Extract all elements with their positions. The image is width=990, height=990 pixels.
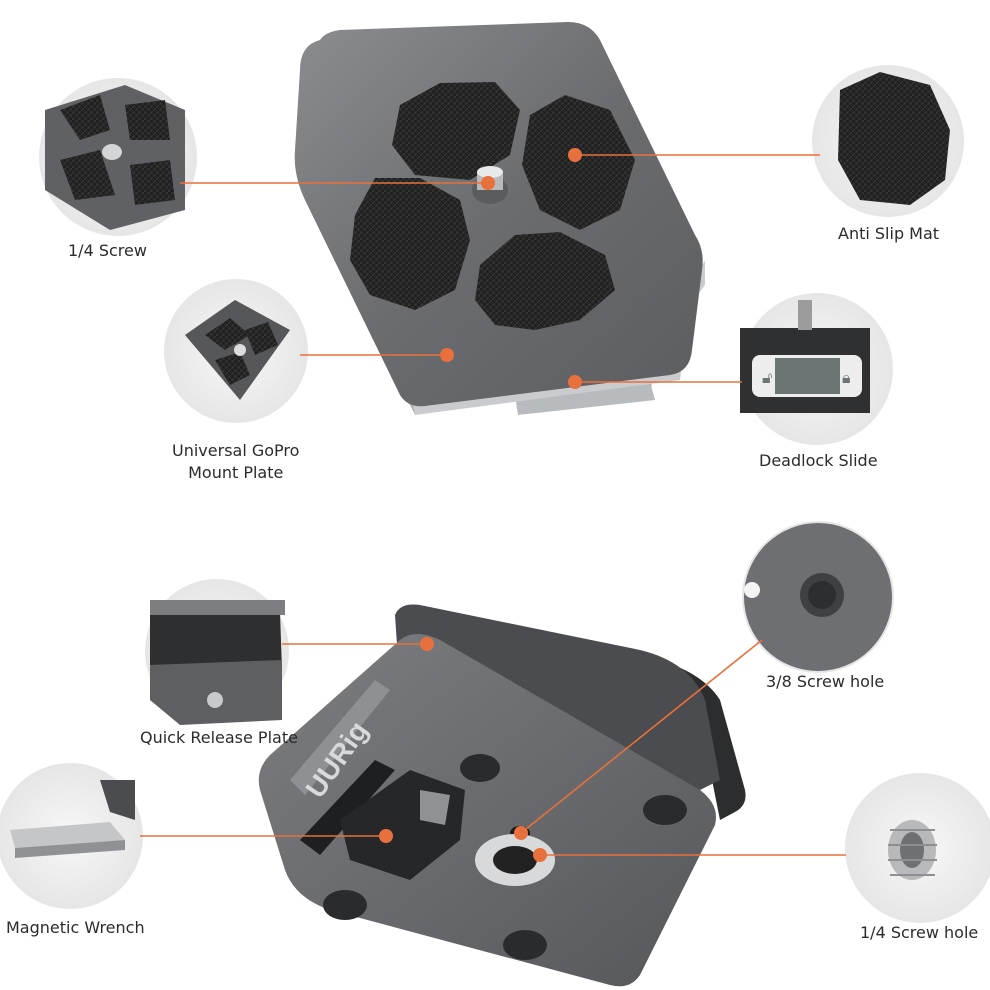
label-deadlock-slide: Deadlock Slide	[759, 451, 878, 470]
anti-slip-pad	[522, 95, 635, 230]
anti-slip-pad	[475, 232, 615, 330]
mount-hole	[503, 930, 547, 960]
mount-hole	[323, 890, 367, 920]
screw-detail-circle	[39, 78, 197, 236]
quick-release-detail-circle	[145, 579, 289, 725]
label-quick-release: Quick Release Plate	[140, 728, 298, 747]
wrench-detail-circle	[0, 763, 143, 909]
label-three-eighths-hole: 3/8 Screw hole	[766, 672, 885, 691]
mount-hole	[460, 754, 500, 782]
anti-slip-pad	[392, 82, 520, 180]
quarter-inch-detail-circle	[845, 773, 990, 923]
label-gopro-line2: Mount Plate	[188, 463, 284, 482]
label-gopro-line1: Universal GoPro	[172, 441, 300, 460]
quarter-inch-screw-hole	[475, 834, 555, 886]
top-plate	[294, 22, 705, 415]
label-anti-slip-mat: Anti Slip Mat	[838, 224, 940, 243]
deadlock-detail-circle: 🔓︎ 🔒︎	[740, 293, 893, 445]
unlock-icon: 🔓︎	[762, 368, 772, 387]
anti-slip-detail-circle	[812, 65, 964, 217]
gopro-detail-circle	[164, 279, 308, 423]
label-magnetic-wrench: Magnetic Wrench	[6, 918, 145, 937]
mount-hole	[643, 795, 687, 825]
label-quarter-hole: 1/4 Screw hole	[860, 923, 979, 942]
anti-slip-pad	[350, 178, 470, 310]
label-quarter-screw: 1/4 Screw	[68, 241, 147, 260]
bottom-clamp: UURig	[258, 604, 746, 987]
callout-lines	[140, 148, 846, 862]
lock-icon: 🔒︎	[842, 368, 851, 387]
label-gopro-mount: Universal GoPro Mount Plate	[172, 440, 299, 484]
three-eighths-detail-circle	[742, 521, 894, 673]
